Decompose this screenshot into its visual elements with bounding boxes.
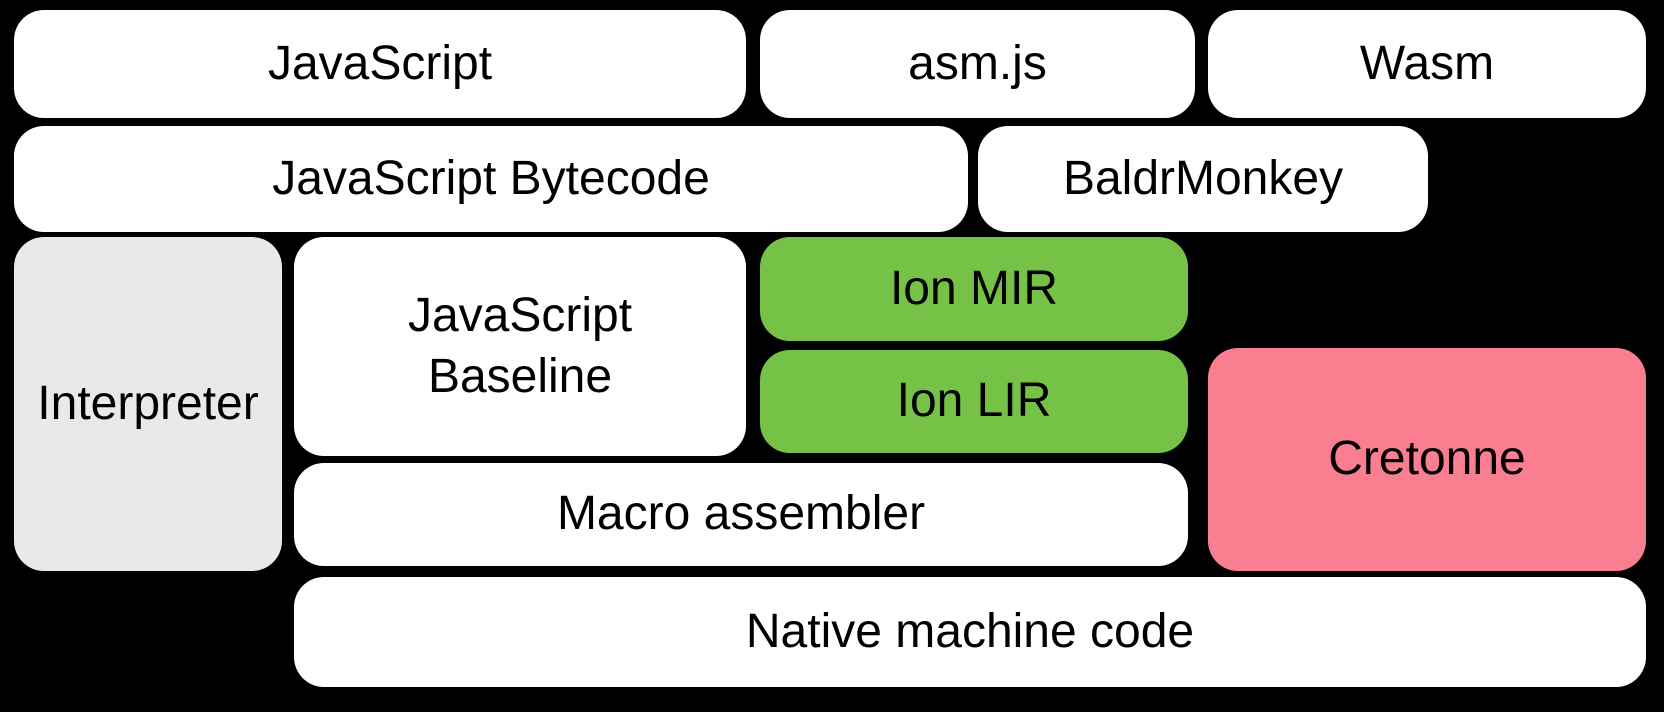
node-baldrmonkey: BaldrMonkey [978,126,1428,232]
node-label: Native machine code [745,604,1195,658]
node-label: Interpreter [37,376,259,430]
node-label: BaldrMonkey [1062,151,1344,205]
node-label: Ion LIR [896,374,1052,428]
node-label: asm.js [908,36,1047,90]
node-ion-mir: Ion MIR [760,237,1188,341]
node-native-machine-code: Native machine code [294,577,1646,687]
node-asmjs: asm.js [760,10,1195,118]
node-label: Macro assembler [556,487,926,541]
node-cretonne: Cretonne [1208,348,1646,571]
node-javascript-bytecode: JavaScript Bytecode [14,126,968,232]
node-label: Ion MIR [889,261,1059,315]
node-label: Cretonne [1328,432,1526,486]
node-javascript: JavaScript [14,10,746,118]
node-ion-lir: Ion LIR [760,350,1188,453]
node-macro-assembler: Macro assembler [294,463,1188,566]
node-interpreter: Interpreter [14,237,282,571]
node-label: Wasm [1359,36,1495,90]
node-javascript-baseline: JavaScript Baseline [294,237,746,456]
node-label: JavaScript [267,36,493,90]
node-label: JavaScript Bytecode [272,151,710,205]
node-label: JavaScript Baseline [407,289,633,403]
node-wasm: Wasm [1208,10,1646,118]
